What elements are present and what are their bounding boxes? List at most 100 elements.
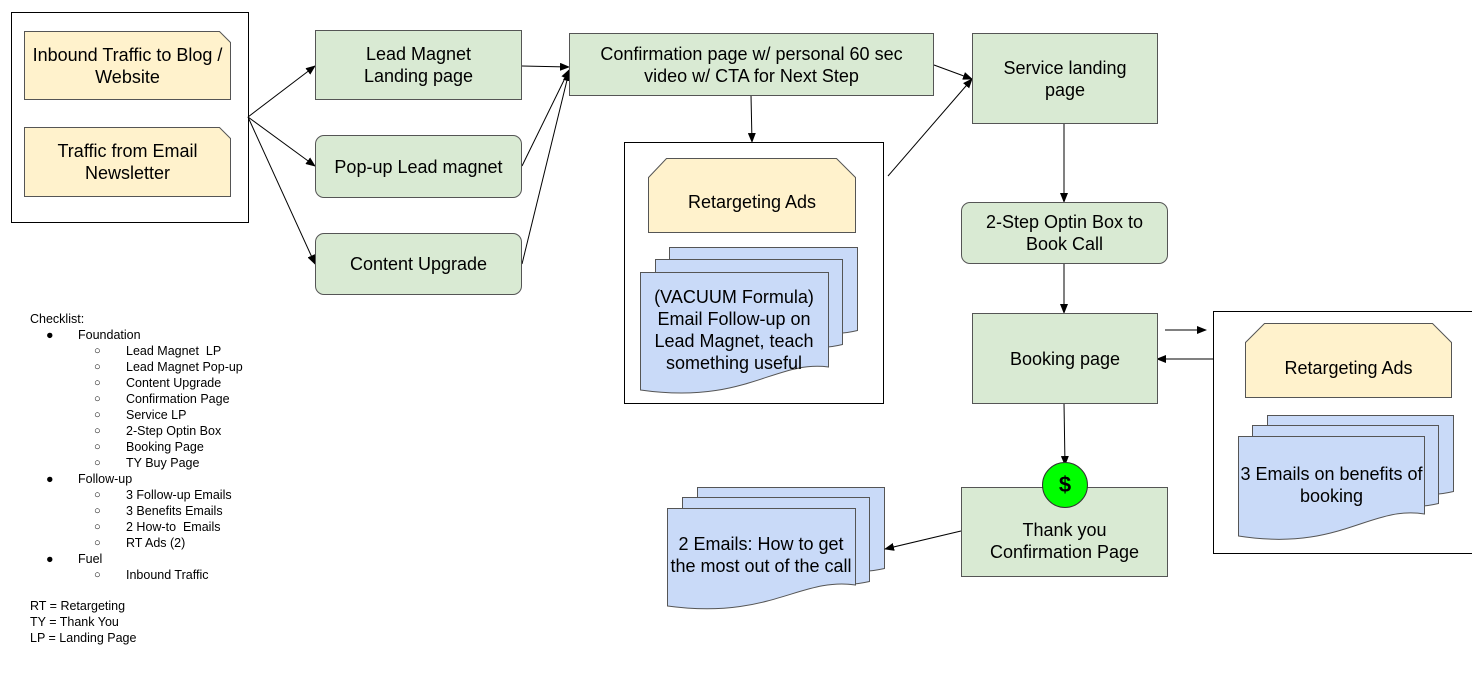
email-followup-label: (VACUUM Formula) Email Follow-up on Lead… bbox=[654, 287, 814, 373]
sub-bullet-icon: ○ bbox=[94, 537, 101, 549]
checklist-section: ● Fuel bbox=[30, 551, 243, 567]
optin-box-label: 2-Step Optin Box to Book Call bbox=[985, 212, 1144, 254]
email-traffic-node: Traffic from Email Newsletter bbox=[24, 127, 231, 197]
arrow-traffic-to-popup bbox=[247, 116, 316, 167]
bullet-icon: ● bbox=[46, 472, 54, 486]
bullet-icon: ● bbox=[46, 552, 54, 566]
popup-lead-magnet-node: Pop-up Lead magnet bbox=[315, 135, 522, 198]
confirmation-page-label: Confirmation page w/ personal 60 sec vid… bbox=[600, 43, 903, 86]
sub-bullet-icon: ○ bbox=[94, 425, 101, 437]
arrow-confirmation-to-service-lp bbox=[933, 64, 973, 80]
checklist-item: ○ Content Upgrade bbox=[30, 375, 243, 391]
legend-item: TY = Thank You bbox=[30, 615, 119, 629]
arrow-thank-you-to-howto-emails bbox=[884, 530, 962, 551]
checklist-item-label: Lead Magnet Pop-up bbox=[126, 360, 243, 374]
checklist-section-label: Fuel bbox=[78, 552, 103, 566]
arrow-retargeting-to-service-lp bbox=[887, 78, 973, 177]
checklist-item: ○ RT Ads (2) bbox=[30, 535, 243, 551]
sub-bullet-icon: ○ bbox=[94, 377, 101, 389]
sub-bullet-icon: ○ bbox=[94, 409, 101, 421]
sub-bullet-icon: ○ bbox=[94, 393, 101, 405]
dollar-icon: $ bbox=[1042, 462, 1088, 508]
lead-magnet-lp-node: Lead Magnet Landing page bbox=[315, 30, 522, 100]
arrow-upgrade-to-confirmation bbox=[521, 71, 571, 265]
checklist-item-label: Inbound Traffic bbox=[126, 568, 209, 582]
checklist-section-label: Foundation bbox=[78, 328, 141, 342]
arrow-traffic-to-lead-magnet-lp bbox=[247, 65, 316, 118]
checklist-item-label: 2 How-to Emails bbox=[126, 520, 221, 534]
content-upgrade-label: Content Upgrade bbox=[349, 254, 488, 274]
checklist-item: ○ Lead Magnet Pop-up bbox=[30, 359, 243, 375]
checklist-title: Checklist: bbox=[30, 312, 85, 326]
arrow-popup-to-confirmation bbox=[521, 69, 570, 167]
howto-emails-stack bbox=[667, 487, 885, 610]
legend-item: RT = Retargeting bbox=[30, 599, 126, 613]
benefit-emails-stack bbox=[1238, 415, 1454, 540]
checklist-item-label: TY Buy Page bbox=[126, 456, 200, 470]
checklist-item: ○ TY Buy Page bbox=[30, 455, 243, 471]
retargeting-ads-label-2: Retargeting Ads bbox=[1284, 358, 1413, 378]
inbound-traffic-shape bbox=[24, 31, 231, 100]
sub-bullet-icon: ○ bbox=[94, 441, 101, 453]
benefit-emails-label: 3 Emails on benefits of booking bbox=[1240, 464, 1423, 506]
popup-lead-magnet-label: Pop-up Lead magnet bbox=[334, 156, 503, 177]
howto-emails-label: 2 Emails: How to get the most out of the… bbox=[670, 534, 852, 576]
retargeting-ads-shape-1 bbox=[648, 158, 856, 233]
booking-page-label: Booking page bbox=[1009, 348, 1121, 369]
checklist-item-label: Booking Page bbox=[126, 440, 204, 454]
arrow-confirmation-to-retargeting bbox=[747, 94, 756, 143]
checklist-item: ○ 3 Follow-up Emails bbox=[30, 487, 243, 503]
checklist-item-label: Confirmation Page bbox=[126, 392, 230, 406]
thank-you-label: Thank you Confirmation Page bbox=[989, 520, 1140, 562]
checklist-item: ○ 3 Benefits Emails bbox=[30, 503, 243, 519]
abbreviation-legend: RT = Retargeting TY = Thank You LP = Lan… bbox=[30, 598, 136, 646]
email-followup-stack bbox=[640, 247, 858, 394]
checklist-section-label: Follow-up bbox=[78, 472, 133, 486]
sub-bullet-icon: ○ bbox=[94, 489, 101, 501]
service-lp-label: Service landing page bbox=[1003, 57, 1127, 100]
inbound-traffic-node: Inbound Traffic to Blog / Website bbox=[24, 31, 231, 100]
checklist-section: ● Foundation bbox=[30, 327, 243, 343]
service-lp-node: Service landing page bbox=[972, 33, 1158, 124]
email-traffic-shape bbox=[24, 127, 231, 197]
checklist-item-label: Content Upgrade bbox=[126, 376, 222, 390]
retargeting-ads-label-1: Retargeting Ads bbox=[687, 192, 817, 212]
checklist-item: ○ Inbound Traffic bbox=[30, 567, 243, 583]
sub-bullet-icon: ○ bbox=[94, 521, 101, 533]
sub-bullet-icon: ○ bbox=[94, 569, 101, 581]
checklist-item-label: RT Ads (2) bbox=[126, 536, 186, 550]
email-traffic-label: Traffic from Email Newsletter bbox=[57, 141, 198, 183]
arrow-booking-to-thank-you bbox=[1060, 402, 1069, 466]
checklist-item-label: 3 Follow-up Emails bbox=[126, 488, 232, 502]
checklist-item: ○ Confirmation Page bbox=[30, 391, 243, 407]
retargeting-ads-node-1: Retargeting Ads bbox=[648, 172, 856, 232]
booking-page-node: Booking page bbox=[972, 313, 1158, 404]
checklist-section: ● Follow-up bbox=[30, 471, 243, 487]
sub-bullet-icon: ○ bbox=[94, 345, 101, 357]
lead-magnet-lp-label: Lead Magnet Landing page bbox=[363, 44, 474, 86]
arrow-lp-to-confirmation bbox=[521, 62, 570, 71]
benefit-emails-node: 3 Emails on benefits of booking bbox=[1238, 450, 1425, 520]
checklist-item: ○ 2-Step Optin Box bbox=[30, 423, 243, 439]
checklist-item-label: 3 Benefits Emails bbox=[126, 504, 223, 518]
email-followup-node: (VACUUM Formula) Email Follow-up on Lead… bbox=[640, 285, 828, 375]
retargeting-ads-shape-2 bbox=[1245, 323, 1452, 398]
sub-bullet-icon: ○ bbox=[94, 505, 101, 517]
arrow-traffic-to-content-upgrade bbox=[247, 116, 316, 265]
sub-bullet-icon: ○ bbox=[94, 457, 101, 469]
content-upgrade-node: Content Upgrade bbox=[315, 233, 522, 295]
legend-item: LP = Landing Page bbox=[30, 631, 137, 645]
sub-bullet-icon: ○ bbox=[94, 361, 101, 373]
checklist-item: ○ Lead Magnet LP bbox=[30, 343, 243, 359]
checklist-item: ○Service LP bbox=[30, 407, 243, 423]
inbound-traffic-label: Inbound Traffic to Blog / Website bbox=[32, 44, 223, 87]
checklist-item: ○ Booking Page bbox=[30, 439, 243, 455]
bullet-icon: ● bbox=[46, 328, 54, 342]
optin-box-node: 2-Step Optin Box to Book Call bbox=[961, 202, 1168, 264]
checklist-item-label: Lead Magnet LP bbox=[126, 344, 222, 358]
checklist: Checklist: ● Foundation ○ Lead Magnet LP ○… bbox=[30, 311, 243, 583]
checklist-item-label: 2-Step Optin Box bbox=[126, 424, 222, 438]
howto-emails-node: 2 Emails: How to get the most out of the… bbox=[667, 520, 855, 590]
checklist-item: ○ 2 How-to Emails bbox=[30, 519, 243, 535]
